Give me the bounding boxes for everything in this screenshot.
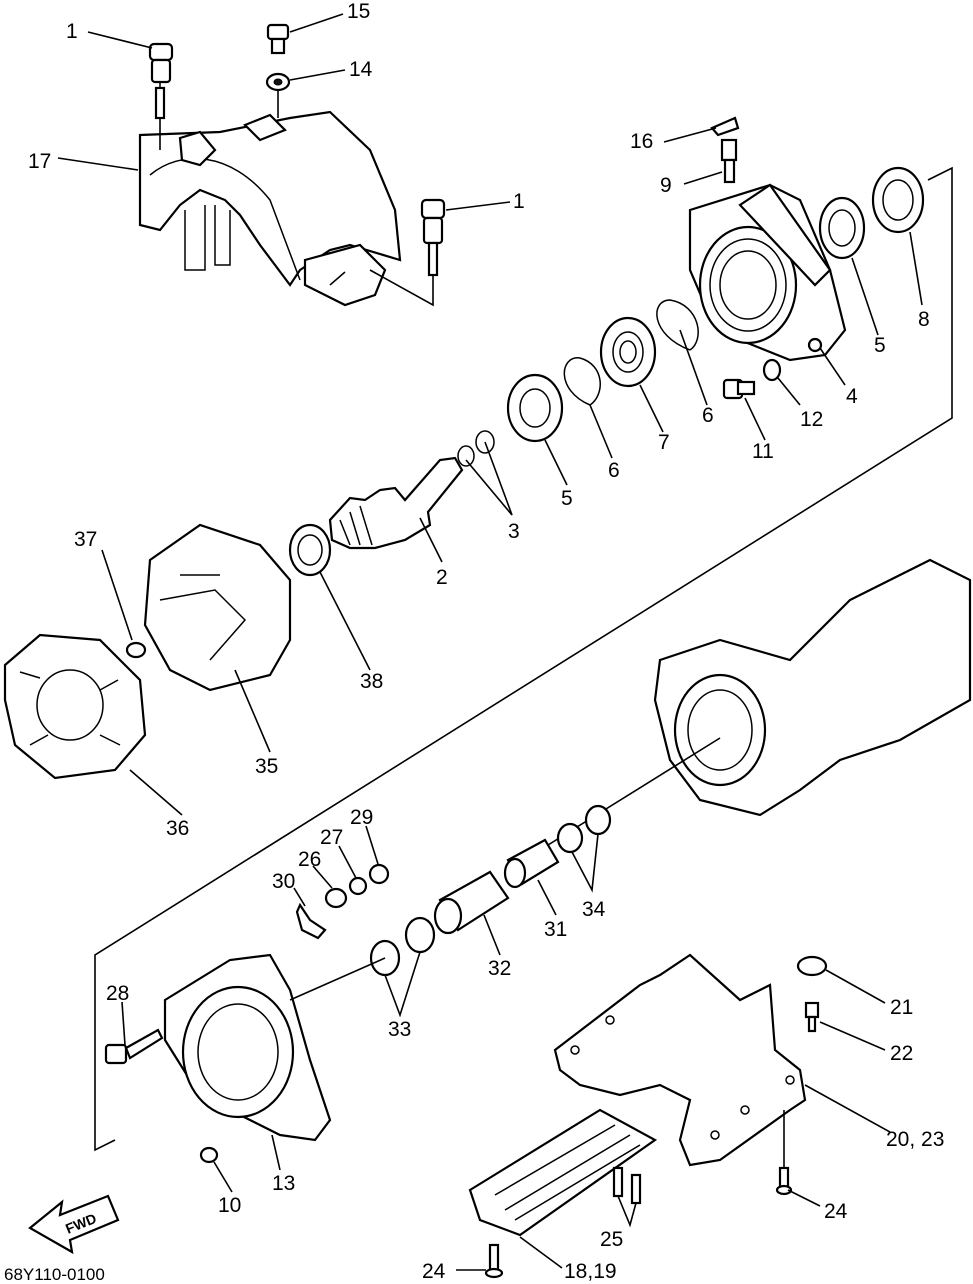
callout-24-right: 24 <box>824 1200 848 1223</box>
seal-8 <box>871 166 925 234</box>
bearing-7 <box>599 316 657 388</box>
callout-8: 8 <box>918 308 930 331</box>
callout-24-left: 24 <box>422 1260 446 1283</box>
washer-26 <box>324 887 348 909</box>
bearing-5-upper <box>818 196 866 260</box>
callout-33: 33 <box>388 1018 411 1041</box>
callout-15: 15 <box>347 0 370 23</box>
nut-21 <box>796 955 828 977</box>
callout-6-right: 6 <box>702 404 714 427</box>
callout-17: 17 <box>28 150 51 173</box>
pump-cover <box>138 110 402 307</box>
callout-27: 27 <box>320 826 343 849</box>
callout-2: 2 <box>436 566 448 589</box>
mount-bracket-20-23 <box>553 953 807 1167</box>
sleeve-31 <box>503 838 560 889</box>
callout-10: 10 <box>218 1194 241 1217</box>
o-rings-3 <box>457 430 495 467</box>
callout-22: 22 <box>890 1042 913 1065</box>
clamps-33 <box>369 916 436 977</box>
callout-35: 35 <box>255 755 278 778</box>
coupling-35 <box>143 523 292 692</box>
callouts: 1 15 14 17 1 16 9 8 5 4 12 11 6 7 6 5 3 … <box>28 0 944 1283</box>
callout-11: 11 <box>752 440 774 463</box>
pump-housing <box>688 183 847 362</box>
callout-5-lower: 5 <box>561 487 573 510</box>
callout-34: 34 <box>582 898 606 921</box>
callout-37: 37 <box>74 528 97 551</box>
callout-30: 30 <box>272 870 295 893</box>
callout-3: 3 <box>508 520 520 543</box>
callout-9: 9 <box>660 174 672 197</box>
bolt-9 <box>720 138 738 184</box>
shaft-2 <box>328 456 464 550</box>
callout-25: 25 <box>600 1228 623 1251</box>
intermediate-housing-13 <box>163 953 386 1142</box>
bracket-30 <box>295 902 327 940</box>
frame-lines <box>94 166 953 1152</box>
clip-16 <box>710 116 740 137</box>
callout-1-upper: 1 <box>66 20 78 43</box>
bolt-24-left <box>484 1243 504 1279</box>
callout-12: 12 <box>800 408 823 431</box>
circlip-6-upper <box>656 299 699 351</box>
nut-29 <box>368 863 390 885</box>
fwd-arrow-icon: FWD <box>28 1194 120 1255</box>
bolt-1-lower <box>369 198 446 307</box>
washer-14 <box>265 72 291 118</box>
callout-26: 26 <box>298 848 321 871</box>
bolt-28 <box>104 1028 164 1065</box>
damper-36 <box>3 633 147 780</box>
callout-7: 7 <box>658 431 670 454</box>
callout-14: 14 <box>349 58 373 81</box>
callout-13: 13 <box>272 1172 295 1195</box>
diagram-code: 68Y110-0100 <box>4 1265 105 1284</box>
callout-6-left: 6 <box>608 459 620 482</box>
callout-38: 38 <box>360 670 383 693</box>
callout-16: 16 <box>630 130 653 153</box>
bearing-5-lower <box>506 373 564 443</box>
callout-21: 21 <box>890 996 913 1019</box>
circlip-6-lower <box>563 357 601 406</box>
leader-lines <box>57 13 923 1271</box>
dowel-10 <box>199 1146 219 1164</box>
bolt-11 <box>722 378 756 400</box>
callout-31: 31 <box>544 918 567 941</box>
bolt-15 <box>266 23 290 55</box>
washer-27 <box>348 876 368 896</box>
sleeves-34 <box>556 804 612 854</box>
tube-32 <box>433 870 510 935</box>
bolt-22 <box>804 1001 820 1033</box>
callout-32: 32 <box>488 957 511 980</box>
callout-4: 4 <box>846 385 858 408</box>
callout-5-upper: 5 <box>874 334 886 357</box>
bolt-24-right <box>775 1110 793 1196</box>
seal-38 <box>288 523 332 577</box>
callout-28: 28 <box>106 982 129 1005</box>
callout-36: 36 <box>166 817 189 840</box>
washer-12 <box>762 358 782 382</box>
bolt-1-upper <box>148 42 174 150</box>
callout-1-lower: 1 <box>513 190 525 213</box>
pin-37 <box>125 641 147 659</box>
callout-20-23: 20, 23 <box>886 1128 944 1151</box>
engine-housing <box>539 558 972 851</box>
callout-29: 29 <box>350 806 373 829</box>
ride-plate-18-19 <box>468 1108 658 1237</box>
callout-18-19: 18,19 <box>564 1260 617 1283</box>
